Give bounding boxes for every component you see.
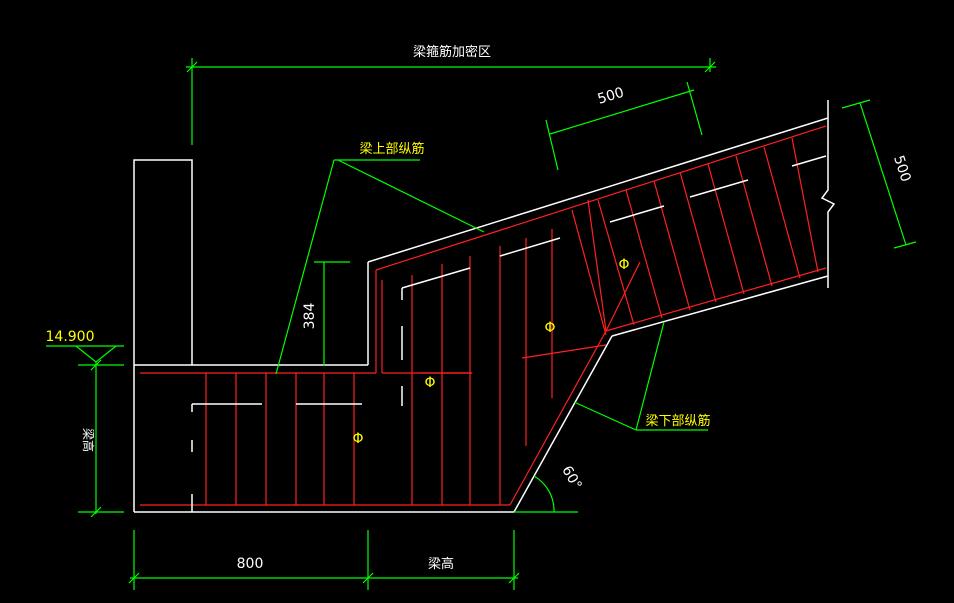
elevation-label: 14.900 bbox=[46, 329, 95, 345]
bar-symbol-2: Φ bbox=[544, 320, 555, 336]
bar-symbol-3: Φ bbox=[424, 375, 435, 391]
dimension-lines bbox=[46, 58, 917, 590]
beam-height-bottom: 梁高 bbox=[428, 556, 454, 572]
top-bar-label: 梁上部纵筋 bbox=[359, 141, 424, 157]
dim-800: 800 bbox=[237, 556, 264, 572]
bottom-bar-label: 梁下部纵筋 bbox=[645, 413, 710, 429]
beam-height-left: 梁高 bbox=[81, 428, 96, 452]
dense-zone-label: 梁箍筋加密区 bbox=[413, 44, 491, 60]
dim-500-right: 500 bbox=[890, 154, 913, 184]
concrete-outline bbox=[133, 100, 836, 513]
dim-500-top: 500 bbox=[596, 85, 626, 108]
bar-symbol-4: Φ bbox=[352, 431, 363, 447]
distribution-bars bbox=[191, 155, 827, 512]
bar-symbols: Φ Φ Φ Φ bbox=[352, 257, 629, 447]
dim-384: 384 bbox=[302, 303, 318, 330]
bar-symbol-1: Φ bbox=[618, 257, 629, 273]
rebar-lines bbox=[140, 125, 827, 506]
